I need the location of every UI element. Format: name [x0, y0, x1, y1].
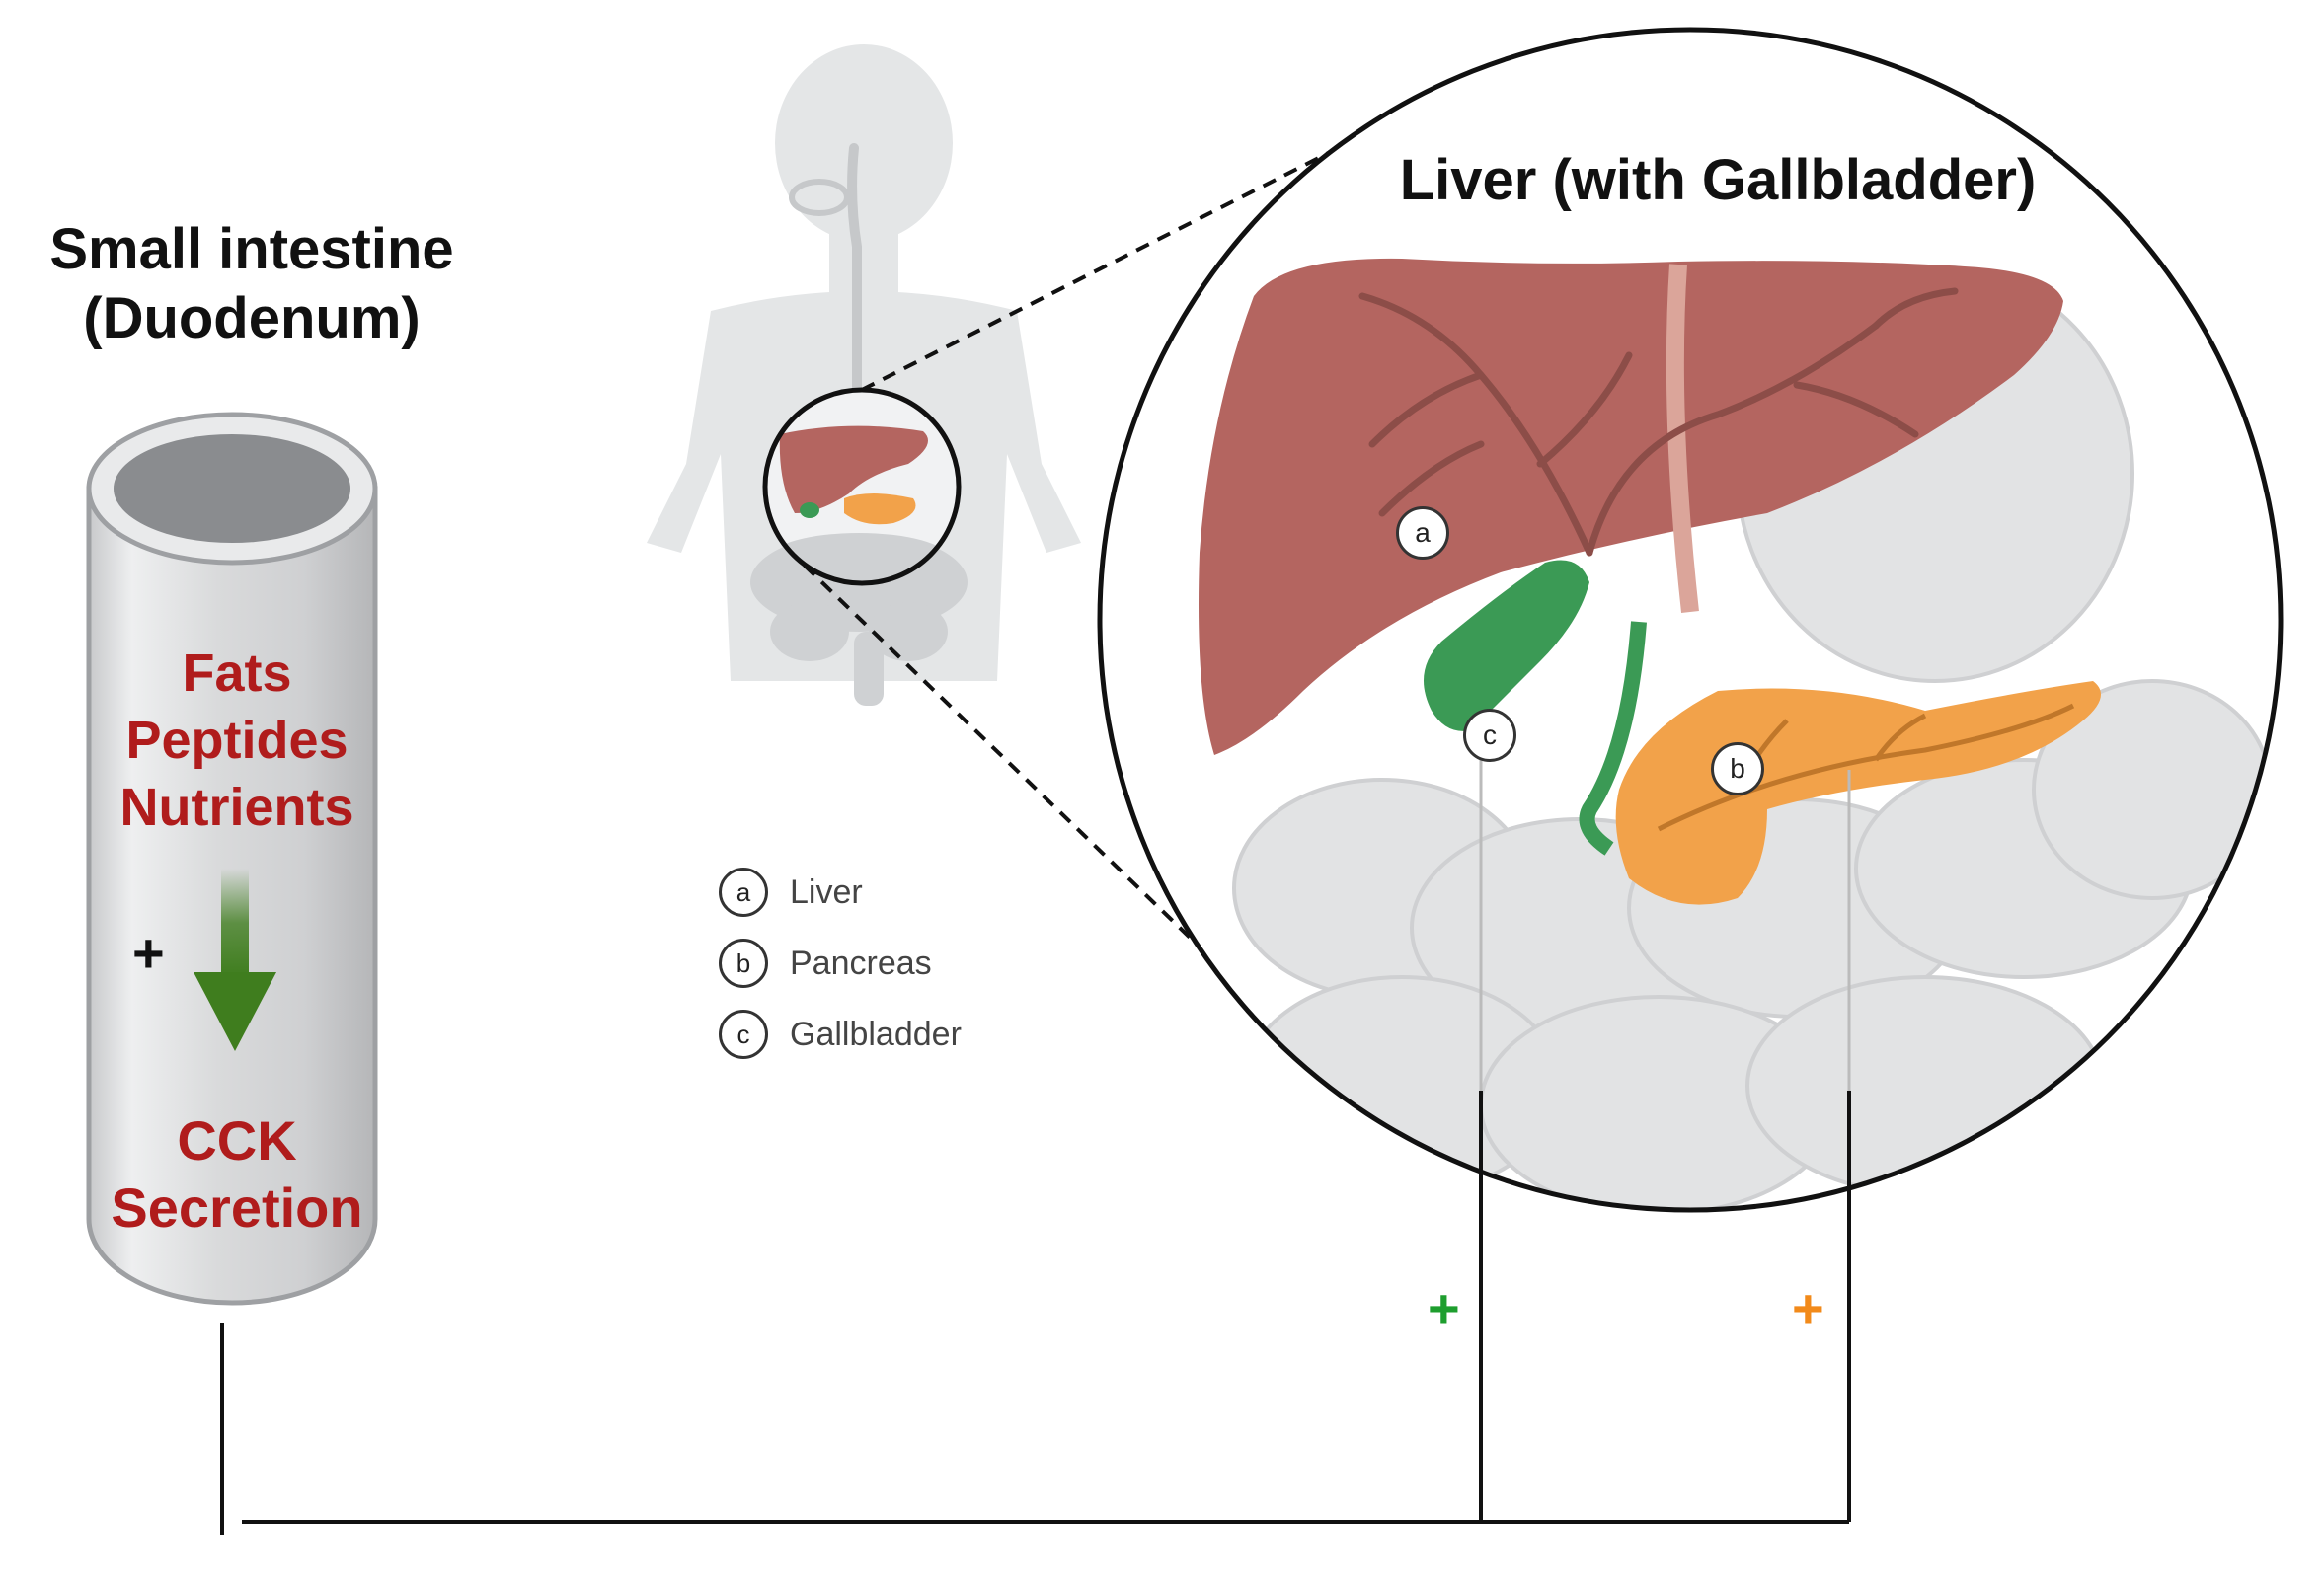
secretion-label: Secretion — [111, 1176, 363, 1239]
legend-label-pancreas: Pancreas — [790, 944, 932, 982]
legend-item-gallbladder: c Gallbladder — [719, 1006, 962, 1063]
digestive-tract — [789, 143, 862, 419]
substance-fats: Fats — [182, 644, 292, 703]
liver-shape — [1199, 258, 2063, 755]
cck-label: CCK — [177, 1109, 297, 1172]
large-zoom-circle — [1097, 27, 2284, 1213]
small-zoom-circle — [762, 387, 962, 586]
legend-badge-b: b — [719, 939, 768, 988]
liver-badge: a — [1396, 506, 1449, 560]
legend-item-liver: a Liver — [719, 864, 863, 921]
stimulus-substances: Fats Peptides Nutrients — [89, 640, 385, 841]
intestine-title: Small intestine (Duodenum) — [20, 215, 484, 353]
substance-peptides: Peptides — [125, 711, 349, 770]
gallbladder-badge: c — [1463, 709, 1516, 762]
substance-nutrients: Nutrients — [119, 778, 354, 837]
intestine-title-line2: (Duodenum) — [83, 286, 421, 350]
gallbladder-shape — [1424, 560, 1589, 731]
pancreas-badge: b — [1711, 742, 1764, 796]
zoom-lines — [803, 136, 1358, 984]
legend-badge-a: a — [719, 868, 768, 917]
legend-label-gallbladder: Gallbladder — [790, 1015, 962, 1053]
pancreas-plus-sign: + — [1792, 1277, 1824, 1339]
signal-lines-faint — [1479, 735, 1851, 1091]
stimulation-arrow — [194, 869, 276, 1051]
signal-lines — [220, 1091, 1851, 1535]
cck-secretion-label: CCK Secretion — [79, 1107, 395, 1242]
liver-title: Liver (with Gallbladder) — [1399, 148, 2037, 212]
legend-item-pancreas: b Pancreas — [719, 935, 932, 992]
legend-label-liver: Liver — [790, 872, 863, 911]
legend-badge-c: c — [719, 1010, 768, 1059]
stimulus-plus-sign: + — [132, 922, 165, 984]
gallbladder-plus-sign: + — [1428, 1277, 1460, 1339]
intestine-title-line1: Small intestine — [49, 217, 454, 281]
